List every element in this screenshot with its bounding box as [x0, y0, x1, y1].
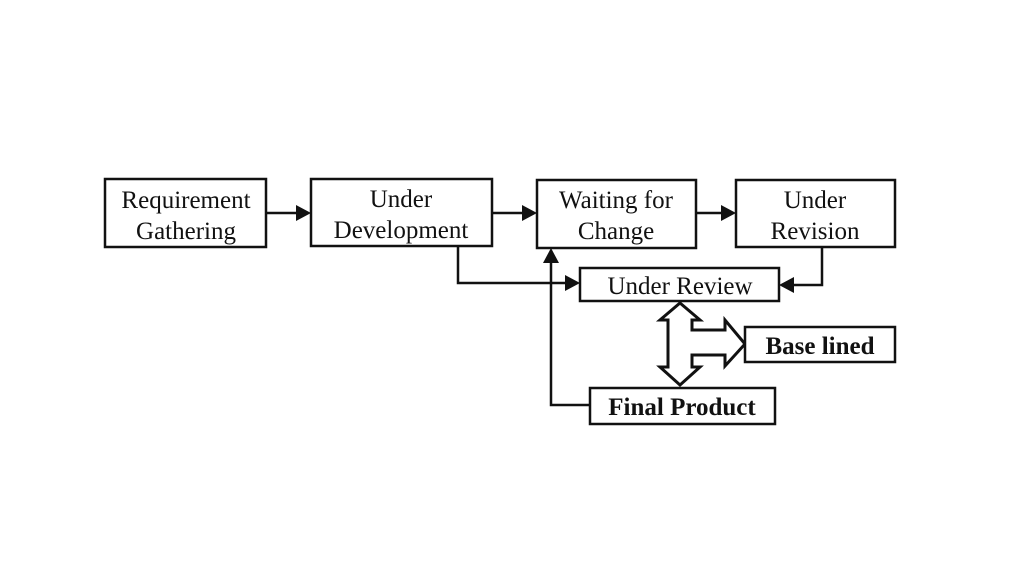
node-final-product[interactable]: Final Product	[588, 386, 777, 426]
arrow-development-to-waiting	[492, 205, 537, 221]
node-requirement-gathering[interactable]: Requirement Gathering	[103, 177, 268, 249]
node-waiting-for-change[interactable]: Waiting for Change	[535, 178, 698, 250]
node-label: Under Review	[607, 273, 752, 300]
node-label: Waiting for	[559, 187, 674, 214]
arrow-revision-to-review	[779, 247, 824, 293]
node-label: Change	[578, 218, 654, 245]
node-under-review[interactable]: Under Review	[578, 266, 781, 303]
node-under-development[interactable]: Under Development	[309, 177, 494, 248]
arrow-final-to-waiting	[543, 248, 590, 407]
node-label: Base lined	[765, 333, 874, 360]
node-label: Gathering	[136, 218, 236, 245]
node-label: Final Product	[608, 394, 756, 421]
node-label: Revision	[771, 218, 860, 245]
node-under-revision[interactable]: Under Revision	[734, 178, 897, 249]
arrow-requirement-to-development	[266, 205, 311, 221]
node-label: Requirement	[121, 187, 250, 214]
node-label: Under	[370, 186, 433, 213]
arrow-development-to-review	[456, 246, 580, 291]
arrow-waiting-to-revision	[696, 205, 736, 221]
hollow-arrow-review-final-baselined	[655, 301, 747, 388]
node-label: Under	[784, 187, 847, 214]
node-base-lined[interactable]: Base lined	[743, 325, 897, 364]
node-label: Development	[334, 217, 469, 244]
